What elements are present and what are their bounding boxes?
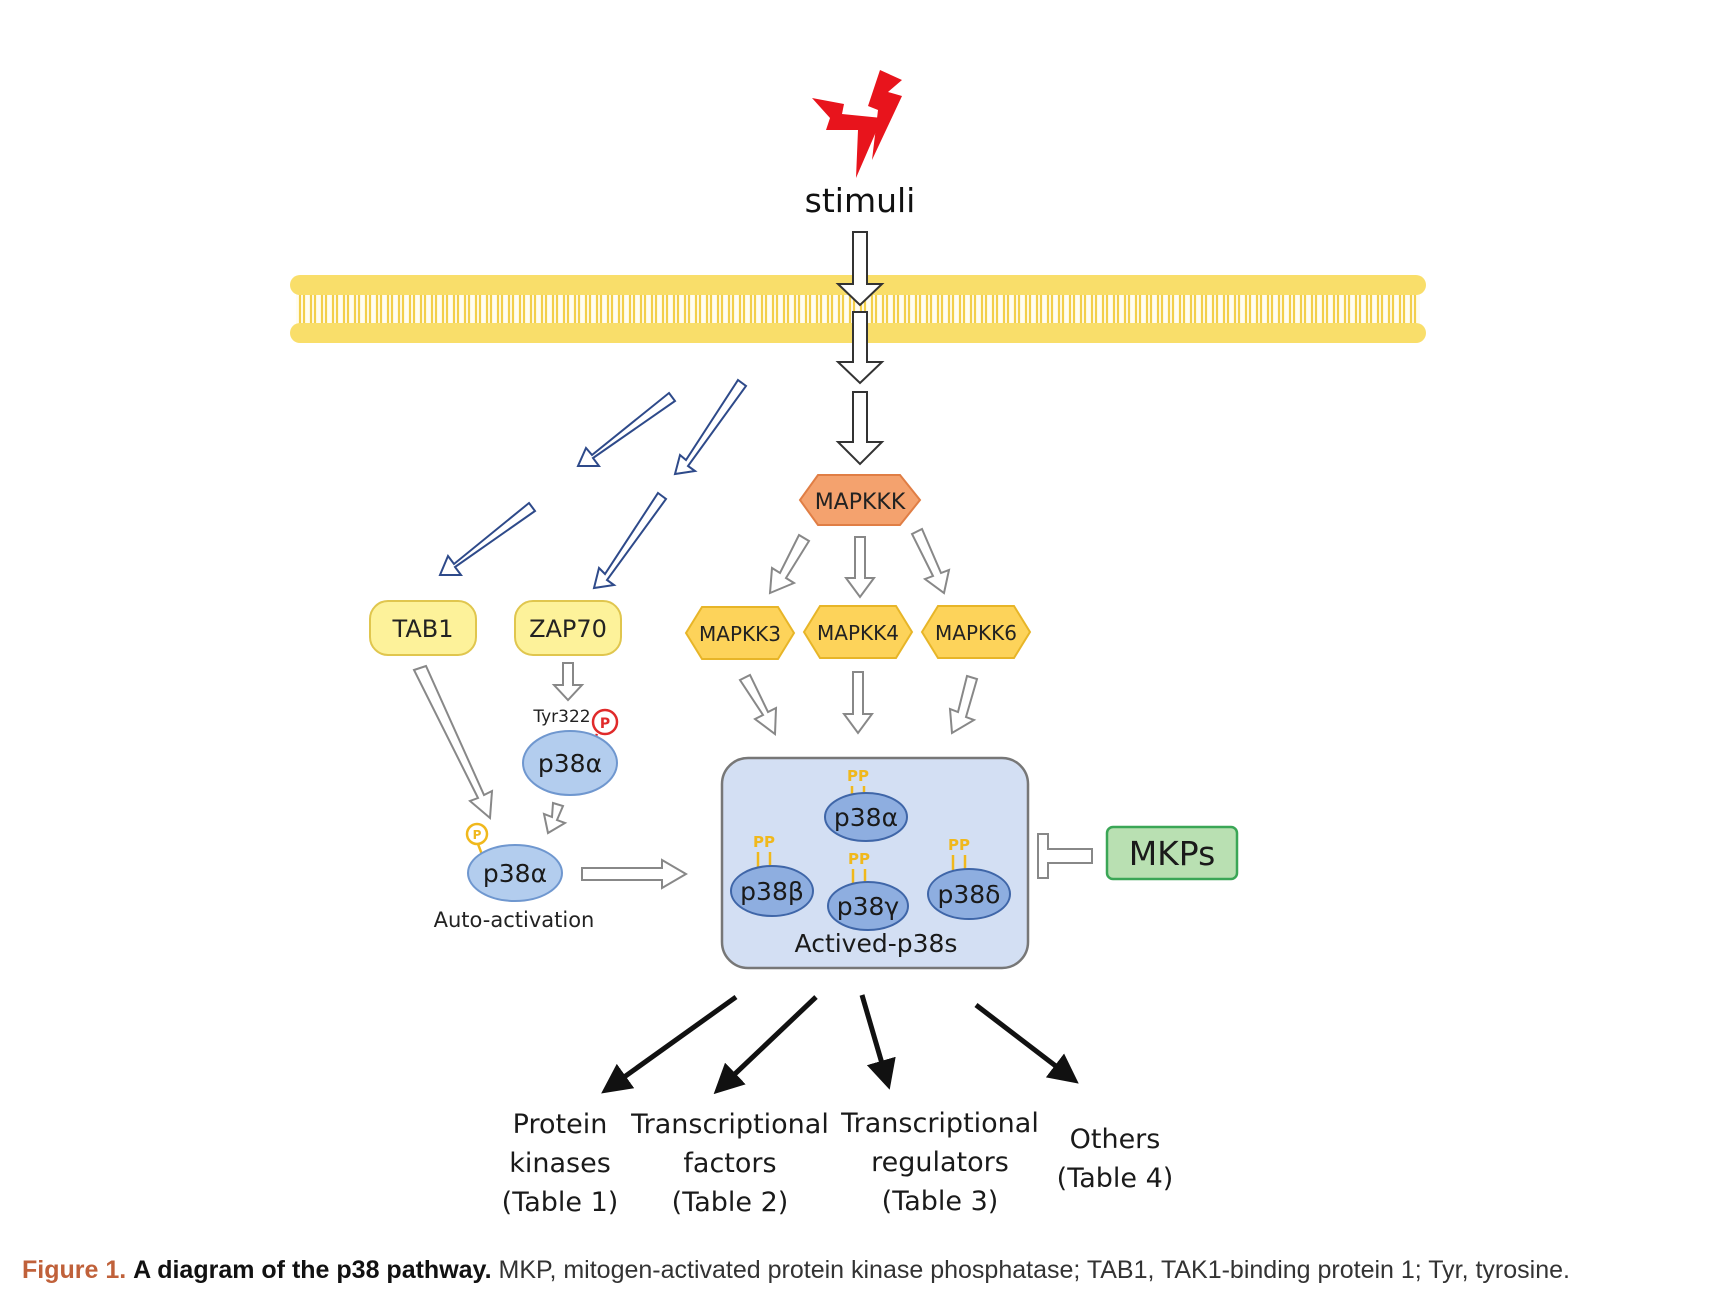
p38-delta-active-label: p38δ: [938, 880, 1001, 909]
svg-text:Transcriptional: Transcriptional: [840, 1108, 1039, 1139]
pp-alpha-label: PP: [847, 767, 869, 785]
svg-text:regulators: regulators: [871, 1147, 1009, 1178]
zap70-label: ZAP70: [529, 615, 607, 643]
mapkkk-to-mapkk-arrows: [768, 527, 951, 599]
caption-title: A diagram of the p38 pathway.: [133, 1256, 492, 1284]
stimuli-arrows: [835, 231, 885, 466]
svg-text:Protein: Protein: [513, 1109, 608, 1140]
target-transcriptional-regulators: Transcriptional regulators (Table 3): [840, 1108, 1039, 1217]
stimulus-bolt-icon: [812, 70, 902, 178]
svg-text:Transcriptional: Transcriptional: [630, 1109, 829, 1140]
membrane-to-adapter-arrows: [438, 378, 748, 590]
tab1-to-p38a-arrow: [412, 664, 494, 821]
arrow-to-transcriptional-factors: [713, 995, 818, 1095]
auto-activation-label: Auto-activation: [434, 908, 595, 932]
mapkk3-label: MAPKK3: [699, 622, 781, 646]
svg-text:(Table 4): (Table 4): [1057, 1163, 1174, 1194]
zap70-to-p38a-arrow: [551, 662, 585, 702]
activated-p38s-label: Actived-p38s: [795, 929, 958, 958]
mapkk6-node: MAPKK6: [920, 605, 1032, 659]
tyr322-label: Tyr322: [532, 707, 590, 727]
zap70-node: ZAP70: [514, 600, 622, 656]
mkps-inhibition-symbol: [1037, 833, 1093, 879]
mapkk4-node: MAPKK4: [802, 605, 914, 659]
figure-caption: Figure 1. A diagram of the p38 pathway. …: [22, 1256, 1702, 1285]
phospho-yellow-label: P: [473, 828, 482, 842]
arrow-to-others: [974, 1003, 1079, 1084]
p38-beta-active-label: p38β: [740, 877, 804, 906]
mkps-label: MKPs: [1129, 834, 1216, 873]
p38a-auto-node: p38α: [467, 844, 563, 902]
phospho-red-label: P: [600, 716, 610, 732]
p38a-zap70-node: p38α: [522, 730, 618, 796]
p38-beta-active: [730, 865, 814, 917]
svg-text:Others: Others: [1070, 1124, 1161, 1155]
caption-text: MKP, mitogen-activated protein kinase ph…: [498, 1256, 1570, 1284]
tab1-node: TAB1: [369, 600, 477, 656]
mapkkk-node: MAPKKK: [798, 474, 922, 526]
mapkk-to-box-arrows: [738, 671, 979, 736]
mkps-node: MKPs: [1105, 825, 1239, 881]
stimuli-label: stimuli: [805, 181, 916, 220]
p38-gamma-active: [827, 881, 909, 931]
phospho-yellow-icon: P: [465, 822, 489, 861]
arrow-to-protein-kinases: [601, 994, 738, 1094]
auto-to-box-arrow: [581, 858, 688, 890]
downstream-arrows: [601, 994, 1079, 1095]
mapkkk-label: MAPKKK: [815, 490, 906, 515]
p38a-to-auto-arrow: [542, 801, 568, 835]
p38-alpha-active-label: p38α: [834, 803, 898, 832]
p38a-zap70-label: p38α: [538, 749, 602, 778]
pp-beta-label: PP: [753, 833, 775, 851]
target-transcriptional-factors: Transcriptional factors (Table 2): [630, 1109, 829, 1218]
target-others: Others (Table 4): [1057, 1124, 1174, 1194]
p38-alpha-active: [824, 792, 908, 842]
mapkk4-label: MAPKK4: [817, 621, 899, 645]
p38a-auto-label: p38α: [483, 859, 547, 888]
mapkk3-node: MAPKK3: [684, 606, 796, 660]
tab1-label: TAB1: [392, 615, 454, 643]
svg-text:factors: factors: [683, 1148, 776, 1179]
svg-text:kinases: kinases: [509, 1148, 611, 1179]
p38-delta-active: [927, 868, 1011, 920]
mapkk6-label: MAPKK6: [935, 621, 1017, 645]
pp-gamma-label: PP: [848, 850, 870, 868]
arrow-to-transcriptional-regulators: [859, 994, 896, 1090]
target-protein-kinases: Protein kinases (Table 1): [502, 1109, 619, 1218]
caption-label: Figure 1.: [22, 1256, 127, 1284]
svg-text:(Table 3): (Table 3): [882, 1186, 999, 1217]
svg-text:(Table 1): (Table 1): [502, 1187, 619, 1218]
p38-pathway-diagram: stimuli MAPKKK MAPKK3 MAPKK4 MAPKK6: [290, 70, 1426, 1218]
p38-gamma-active-label: p38γ: [837, 892, 900, 921]
svg-text:(Table 2): (Table 2): [672, 1187, 789, 1218]
pp-delta-label: PP: [948, 836, 970, 854]
activated-p38s-box: PP p38α PP p38β PP p38γ PP p38δ Actived-…: [720, 756, 1030, 970]
